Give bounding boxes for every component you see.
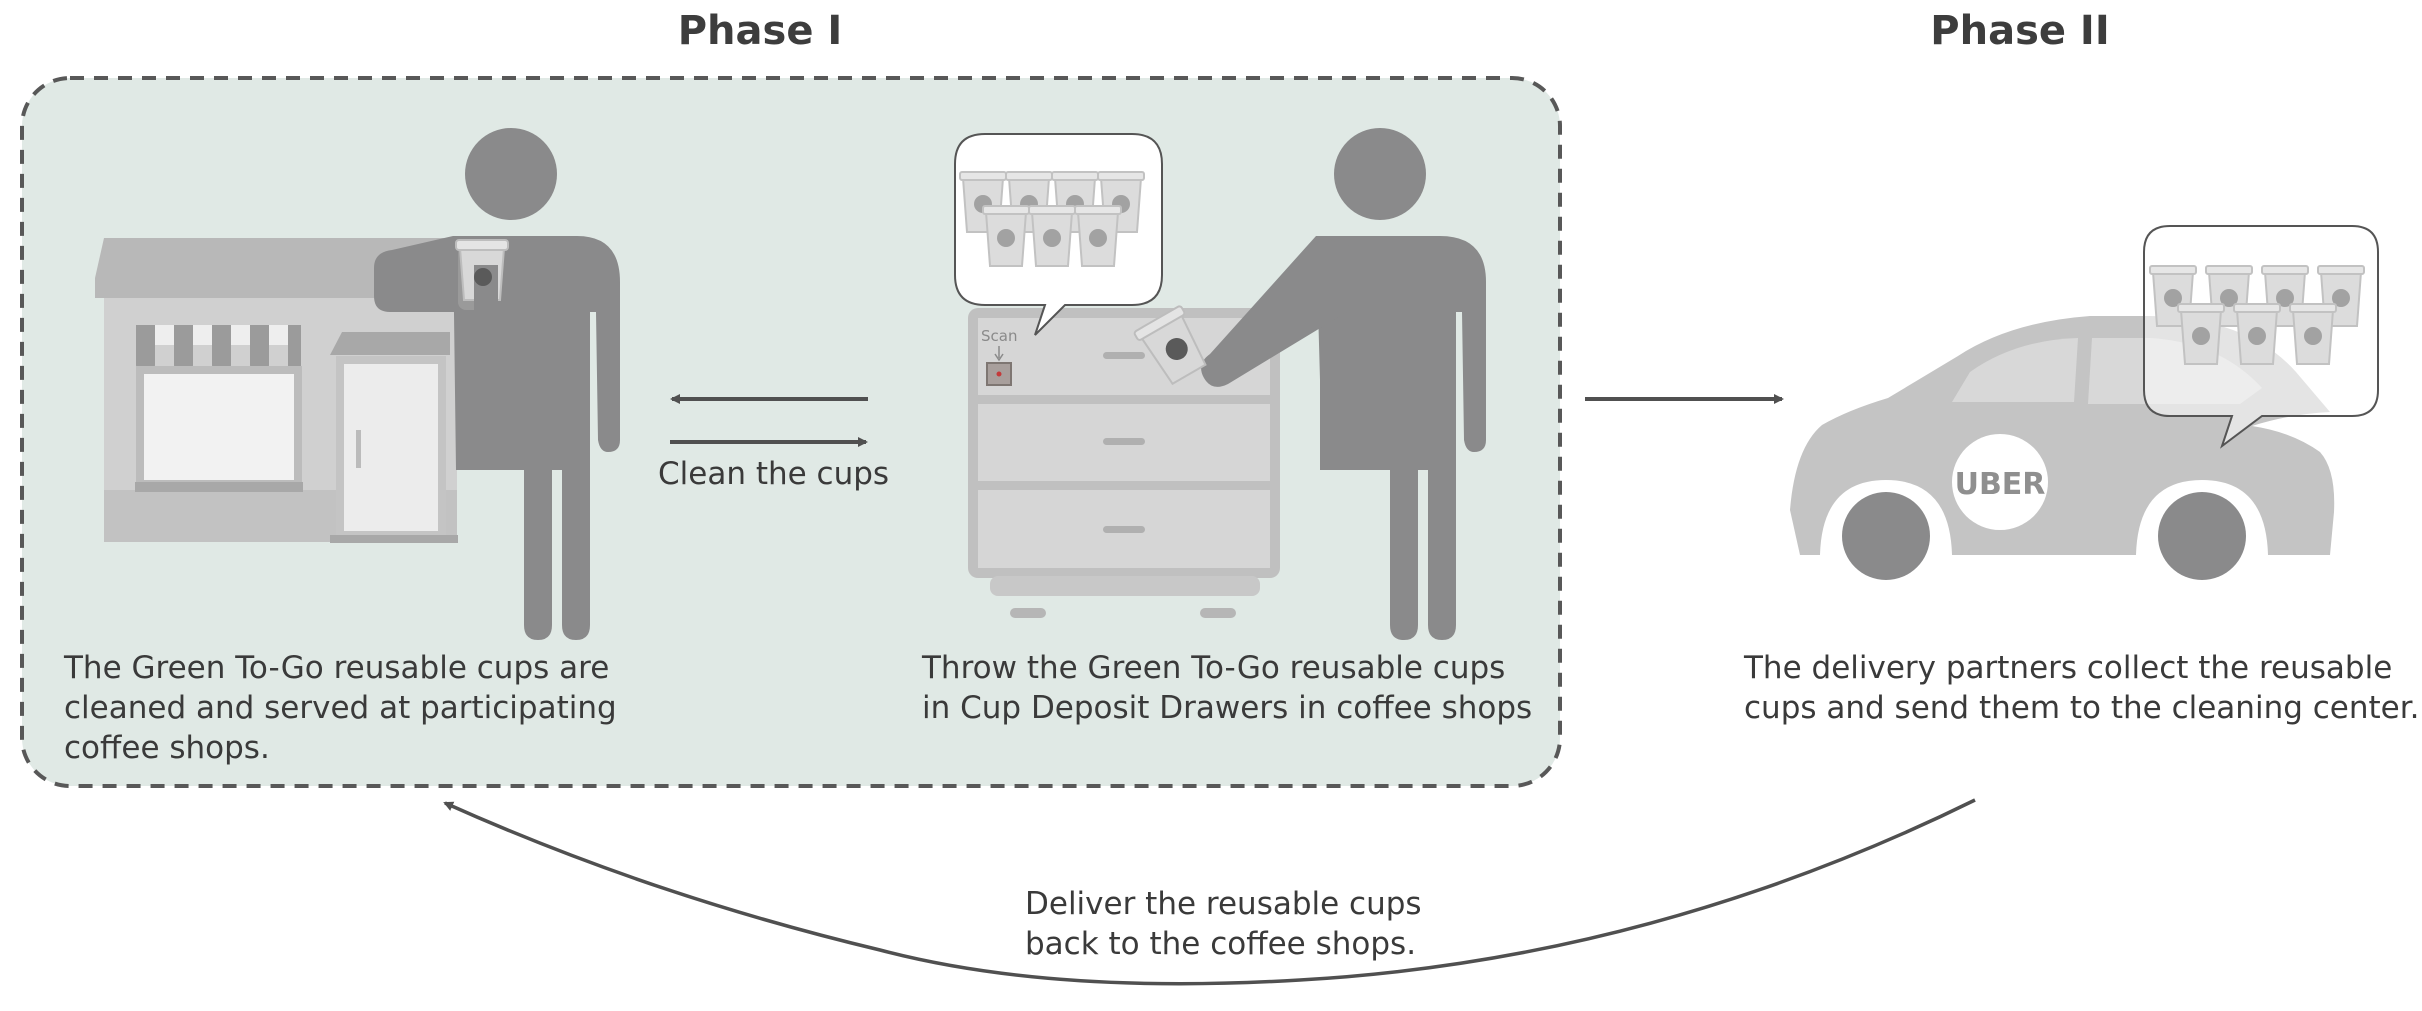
car-caption: The delivery partners collect the reusab… <box>1744 650 2420 726</box>
phase-two-title: Phase II <box>1930 8 2110 54</box>
dropped-cup-icon <box>1133 305 1207 386</box>
deliver-caption: Deliver the reusable cups back to the co… <box>1025 886 1422 962</box>
return-arrow <box>443 798 1976 986</box>
person-two-icon <box>1201 128 1486 640</box>
phase-one-title: Phase I <box>677 8 843 54</box>
scan-label: Scan <box>981 327 1017 345</box>
car-cups-bubble-icon <box>2143 225 2379 449</box>
coffee-shop-icon <box>95 238 462 543</box>
shop-caption: The Green To-Go reusable cups are cleane… <box>64 650 617 766</box>
held-cup-icon <box>455 239 509 312</box>
drawer-caption: Throw the Green To-Go reusable cups in C… <box>922 650 1533 726</box>
drawer-cups-bubble-icon <box>954 133 1163 336</box>
clean-cups-label: Clean the cups <box>658 456 890 492</box>
person-one-icon <box>374 128 620 640</box>
cup-deposit-drawer-icon <box>968 308 1280 618</box>
car-logo-text: UBER <box>1955 467 2046 502</box>
